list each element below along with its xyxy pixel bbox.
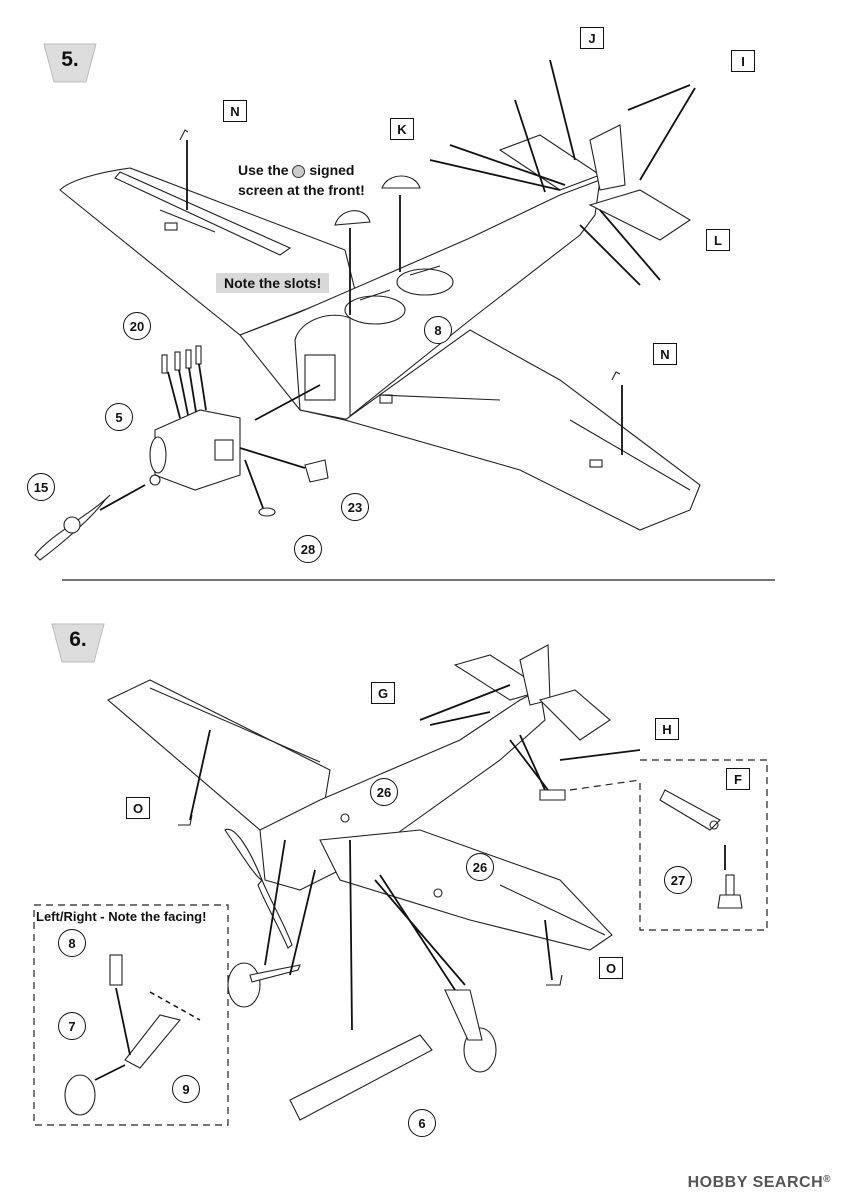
label-I: I bbox=[731, 50, 755, 72]
label-K: K bbox=[390, 118, 414, 140]
label-O-right: O bbox=[599, 957, 623, 979]
part-28: 28 bbox=[294, 535, 322, 563]
step5-aircraft bbox=[34, 124, 701, 561]
label-G: G bbox=[371, 682, 395, 704]
step-5-badge: 5. bbox=[42, 40, 98, 86]
step5-arrows bbox=[99, 59, 696, 511]
screen-note: Use the signed screen at the front! bbox=[238, 162, 365, 198]
step6-arrows bbox=[189, 684, 641, 1031]
part-26-top: 26 bbox=[370, 778, 398, 806]
part-8-step5: 8 bbox=[424, 316, 452, 344]
label-H: H bbox=[655, 718, 679, 740]
label-O-left: O bbox=[126, 797, 150, 819]
inset-gear bbox=[33, 904, 229, 1126]
step-6-badge: 6. bbox=[50, 620, 106, 666]
label-N-right: N bbox=[653, 343, 677, 365]
circle-symbol-icon bbox=[292, 164, 306, 178]
part-7: 7 bbox=[58, 1012, 86, 1040]
part-8-inset: 8 bbox=[58, 929, 86, 957]
part-9: 9 bbox=[172, 1075, 200, 1103]
slots-note: Note the slots! bbox=[216, 273, 330, 293]
watermark-logo: HOBBY SEARCH® bbox=[687, 1174, 831, 1191]
label-L: L bbox=[706, 229, 730, 251]
label-N-left: N bbox=[223, 100, 247, 122]
part-15: 15 bbox=[27, 473, 55, 501]
part-27: 27 bbox=[664, 866, 692, 894]
part-5: 5 bbox=[105, 403, 133, 431]
part-20: 20 bbox=[123, 312, 151, 340]
label-J: J bbox=[580, 27, 604, 49]
part-23: 23 bbox=[341, 493, 369, 521]
part-26-bottom: 26 bbox=[466, 853, 494, 881]
label-F: F bbox=[726, 768, 750, 790]
inset-title: Left/Right - Note the facing! bbox=[36, 909, 207, 924]
part-6: 6 bbox=[408, 1109, 436, 1137]
step6-aircraft bbox=[106, 644, 613, 1121]
inset-part-f bbox=[569, 759, 768, 931]
